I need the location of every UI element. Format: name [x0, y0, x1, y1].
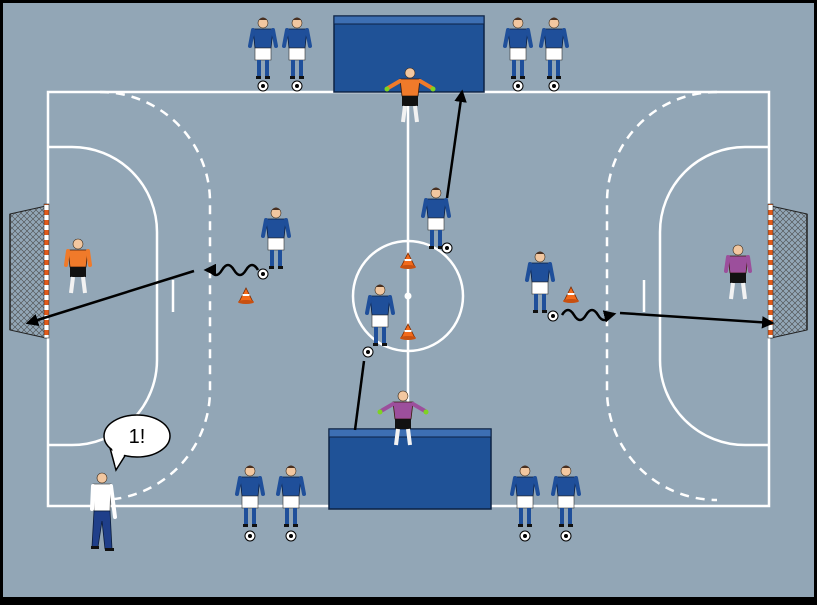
right-handball-goal [767, 203, 808, 339]
right-goal-area [658, 145, 769, 447]
goalkeeper-icon [64, 238, 92, 294]
pass-arrow-icon [445, 89, 467, 199]
field-player-icon [365, 284, 395, 346]
center-spot [404, 292, 412, 300]
field-player-icon [282, 17, 312, 79]
goalkeeper-icon [377, 390, 429, 446]
ball-icon [441, 242, 453, 254]
cone-icon [238, 287, 254, 304]
field-player-icon [421, 187, 451, 249]
pass-arrow-icon [619, 311, 775, 329]
cone-icon [400, 252, 416, 269]
field-player-icon [261, 207, 291, 269]
cone-icon [563, 286, 579, 303]
goalkeeper-icon [384, 67, 436, 123]
field-player-icon [539, 17, 569, 79]
field-player-icon [551, 465, 581, 527]
ball-icon [560, 530, 572, 542]
balls [244, 80, 572, 542]
ball-icon [548, 80, 560, 92]
field-player-icon [276, 465, 306, 527]
left-free-throw-line [99, 90, 212, 502]
speech-bubble-text: 1! [129, 426, 146, 448]
field-player-icon [525, 251, 555, 313]
ball-icon [291, 80, 303, 92]
ball-icon [512, 80, 524, 92]
field-player-icon [503, 17, 533, 79]
ball-icon [244, 530, 256, 542]
ball-icon [257, 80, 269, 92]
coach-speech-bubble: 1! [103, 414, 171, 472]
ball-icon [362, 346, 374, 358]
field-player-icon [510, 465, 540, 527]
ball-icon [257, 268, 269, 280]
field-player-icon [235, 465, 265, 527]
cone-icon [400, 323, 416, 340]
ball-icon [519, 530, 531, 542]
people [64, 17, 752, 551]
dribble-paths [203, 263, 617, 323]
top-mini-goal [333, 15, 485, 93]
pass-arrow-icon [25, 269, 195, 326]
right-free-throw-line [605, 90, 718, 502]
field-player-icon [248, 17, 278, 79]
ball-icon [547, 310, 559, 322]
left-handball-goal [9, 203, 50, 339]
pass-arrows [25, 89, 775, 431]
ball-icon [285, 530, 297, 542]
pass-line [353, 360, 366, 431]
center-circle [351, 239, 465, 353]
coach-icon [90, 472, 117, 551]
cones [238, 252, 579, 340]
dribble-path-icon [560, 308, 617, 323]
dribble-path-icon [203, 263, 260, 277]
goalkeeper-icon [724, 244, 752, 300]
